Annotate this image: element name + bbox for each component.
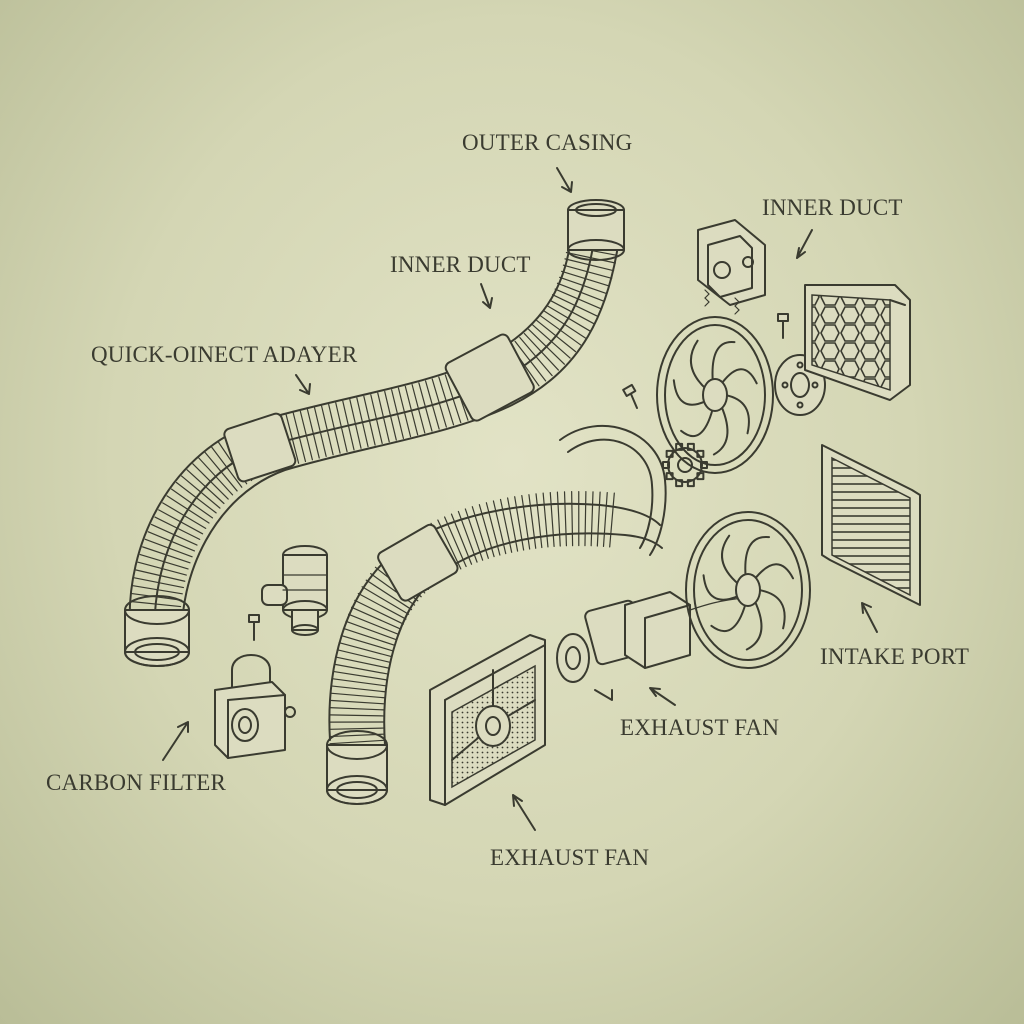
honeycomb-filter-panel [804, 284, 911, 401]
label-exhaust-fan-bottom: EXHAUST FAN [490, 845, 650, 870]
quick-connect-fitting [261, 545, 328, 636]
label-outer-casing: OUTER CASING [462, 130, 633, 155]
label-exhaust-fan-right: EXHAUST FAN [620, 715, 780, 740]
carbon-filter-part [214, 654, 296, 759]
label-inner-duct-center: INNER DUCT [390, 252, 531, 277]
label-arrows [162, 167, 878, 831]
screw-center [622, 383, 638, 409]
round-fan-upper [656, 316, 774, 474]
upper-flexible-hose [124, 199, 625, 667]
label-quick-connect: QUICK-OINECT ADAYER [91, 342, 358, 367]
gear-part [662, 442, 708, 488]
intake-grille [821, 444, 921, 606]
label-carbon-filter: CARBON FILTER [46, 770, 227, 795]
round-fan-lower [685, 511, 811, 669]
mounting-bracket [697, 219, 766, 315]
screw-right [777, 313, 789, 339]
label-intake-port: INTAKE PORT [820, 644, 970, 669]
label-inner-duct-right: INNER DUCT [762, 195, 903, 220]
lower-flexible-hose [326, 424, 667, 805]
exhaust-fan-motor [556, 591, 746, 701]
square-fan-housing [429, 634, 546, 806]
screw-left [248, 614, 260, 641]
